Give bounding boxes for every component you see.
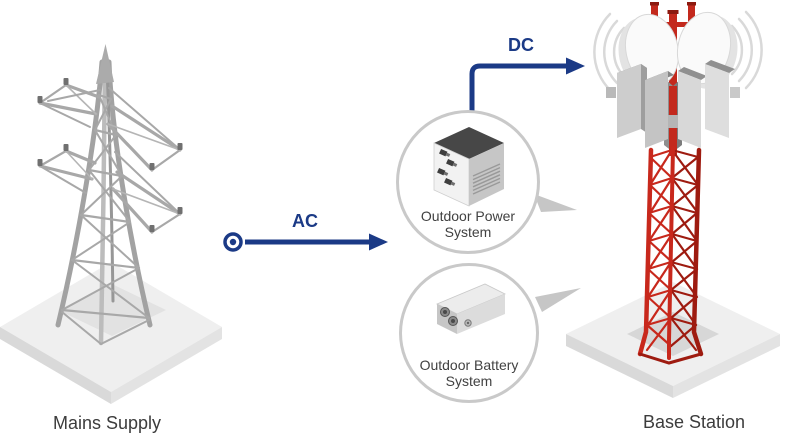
- power-bubble-tail: [534, 194, 577, 212]
- outdoor-power-system-bubble: Outdoor Power System: [396, 110, 540, 254]
- power-system-icon: [433, 127, 504, 207]
- battery-bubble-tail: [535, 288, 581, 312]
- battery-system-icon: [436, 283, 506, 334]
- base-station-label: Base Station: [642, 412, 746, 432]
- transmission-pylon-illustration: [37, 44, 183, 346]
- ac-source-dot-icon: [223, 232, 243, 252]
- dc-flow-arrow: [469, 57, 585, 111]
- mains-platform: [0, 262, 222, 404]
- outdoor-battery-system-label: Outdoor Battery System: [419, 357, 519, 389]
- dc-arrowhead-icon: [566, 57, 585, 75]
- tower-lattice: [637, 146, 704, 365]
- mains-supply-label: Mains Supply: [52, 413, 162, 433]
- base-platform: [566, 282, 780, 398]
- dc-label: DC: [508, 35, 534, 55]
- insulator-caps: [37, 78, 183, 232]
- outdoor-power-system-label: Outdoor Power System: [420, 208, 516, 240]
- antenna-panels-icon: [606, 60, 740, 156]
- base-station-tower-illustration: [593, 2, 763, 365]
- ac-flow-arrow: [223, 232, 388, 252]
- outdoor-battery-system-bubble: Outdoor Battery System: [399, 263, 539, 403]
- ac-arrowhead-icon: [369, 233, 388, 251]
- signal-waves-icon: [593, 10, 763, 92]
- ac-label: AC: [292, 211, 318, 231]
